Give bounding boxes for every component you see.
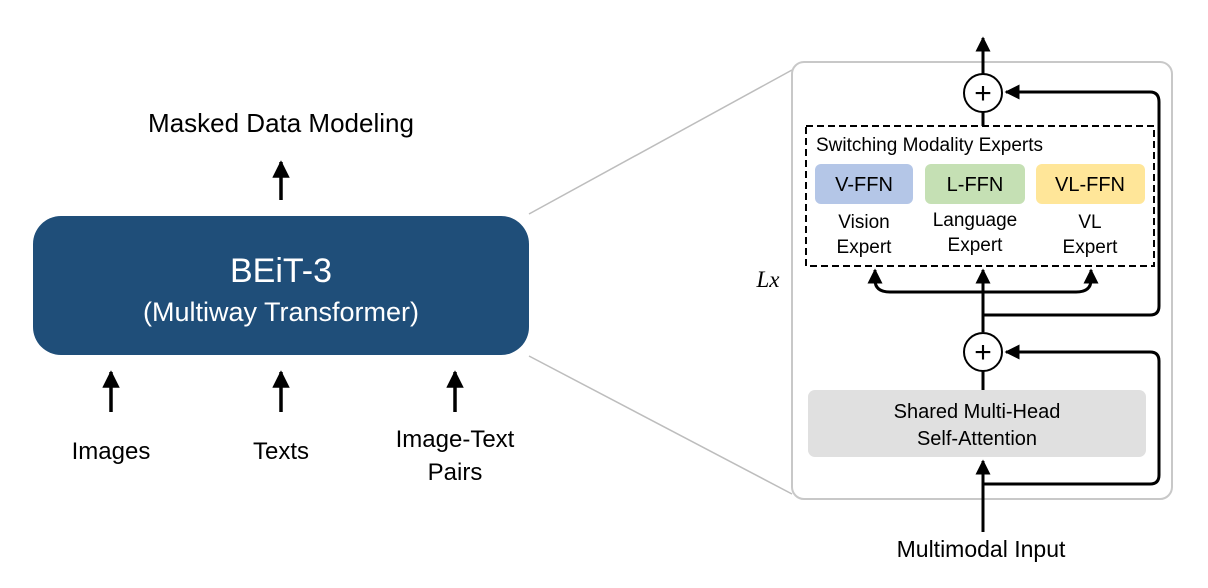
- beit3-model-box: [33, 216, 529, 355]
- language-expert-caption-line1: Language: [933, 210, 1018, 231]
- vl-expert-caption-line2: Expert: [1063, 237, 1119, 258]
- v-ffn-box: [815, 164, 913, 204]
- route-arrow-vl: [983, 268, 1099, 294]
- vl-expert-caption-line1: VL: [1078, 212, 1101, 233]
- input-texts-label: Texts: [253, 438, 309, 465]
- v-ffn-label: V-FFN: [835, 174, 893, 196]
- shared-self-attention-box: [808, 390, 1146, 457]
- input-image-text-pairs-label-line1: Image-Text: [396, 426, 515, 453]
- zoom-connector-top: [528, 69, 793, 215]
- input-images-label: Images: [72, 438, 151, 465]
- language-expert-caption-line2: Expert: [948, 235, 1004, 256]
- multimodal-input-label: Multimodal Input: [897, 536, 1066, 562]
- l-ffn-box: [925, 164, 1025, 204]
- top-add-symbol: +: [974, 77, 992, 110]
- route-arrow-vision: [867, 268, 983, 294]
- vision-expert-caption-line2: Expert: [837, 237, 893, 258]
- layer-repeat-label: Lx: [756, 267, 781, 292]
- upper-residual-skip: [983, 84, 1161, 317]
- experts-group-title: Switching Modality Experts: [816, 135, 1043, 156]
- attention-label-line1: Shared Multi-Head: [894, 401, 1061, 423]
- attention-label-line2: Self-Attention: [917, 428, 1037, 450]
- l-ffn-label: L-FFN: [947, 174, 1004, 196]
- vl-ffn-box: [1036, 164, 1145, 204]
- switching-experts-group: [805, 125, 1155, 267]
- vl-ffn-label: VL-FFN: [1055, 174, 1125, 196]
- model-title: BEiT-3: [230, 252, 332, 290]
- input-image-text-pairs-label-line2: Pairs: [428, 459, 483, 486]
- lower-residual-skip: [983, 344, 1161, 486]
- vision-expert-caption-line1: Vision: [838, 212, 889, 233]
- model-subtitle: (Multiway Transformer): [143, 297, 419, 327]
- middle-add-symbol: +: [974, 336, 992, 369]
- zoom-connector-bottom: [528, 355, 793, 495]
- masked-data-modeling-label: Masked Data Modeling: [148, 108, 414, 138]
